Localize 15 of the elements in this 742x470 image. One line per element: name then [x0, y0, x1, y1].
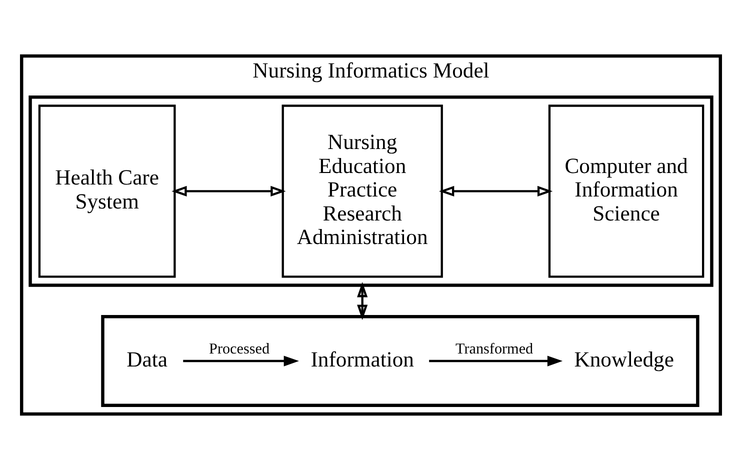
node-box: Computer and Information Science — [548, 104, 704, 278]
edge-label: Transformed — [456, 342, 534, 358]
arrow — [438, 186, 553, 196]
node-text: Knowledge — [574, 347, 674, 372]
node-text: Data — [126, 347, 168, 372]
arrow — [183, 356, 299, 366]
cluster — [28, 95, 714, 287]
node-text: Information — [310, 347, 414, 372]
cluster — [101, 315, 700, 407]
arrow — [172, 186, 286, 196]
edge-label: Processed — [209, 342, 270, 358]
node-box: Nursing Education Practice Research Administration — [282, 104, 443, 278]
node-box: Health Care System — [38, 104, 176, 278]
arrow — [357, 282, 368, 320]
arrow — [429, 356, 563, 366]
